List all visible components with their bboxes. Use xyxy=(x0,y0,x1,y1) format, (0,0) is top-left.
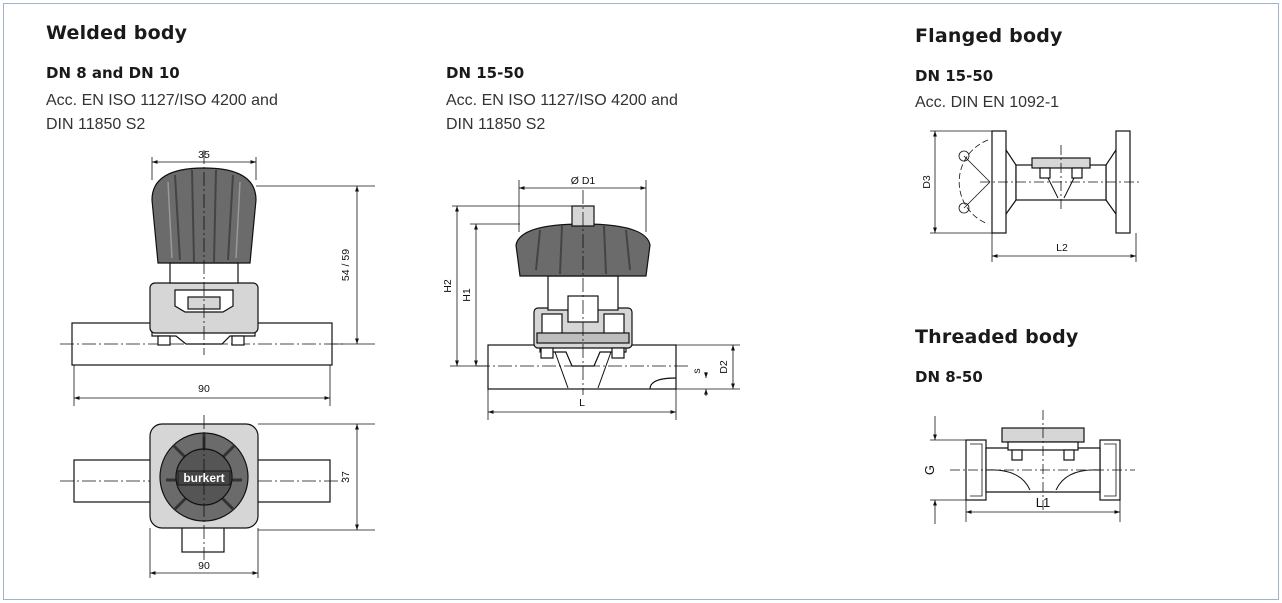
welded-dn15-50-heading: DN 15-50 xyxy=(446,64,525,82)
flanged-body-title: Flanged body xyxy=(915,25,1063,47)
dim-s: s xyxy=(691,368,703,373)
dim-width-35: 35 xyxy=(198,149,210,161)
flanged-dn15-50-heading: DN 15-50 xyxy=(915,67,994,85)
dim-length-90: 90 xyxy=(198,383,210,395)
flanged-standard-line: Acc. DIN EN 1092-1 xyxy=(915,94,1060,111)
welded-dn8-10-heading: DN 8 and DN 10 xyxy=(46,64,180,82)
dim-h2: H2 xyxy=(442,279,454,293)
dim-height-54-59: 54 / 59 xyxy=(340,249,352,281)
welded-dn15-50-standard-line2: DIN 11850 S2 xyxy=(446,116,546,133)
dim-d2: D2 xyxy=(718,360,730,374)
valve-flanged-view xyxy=(930,130,1140,262)
dim-d3: D3 xyxy=(921,175,933,189)
dim-g: G xyxy=(922,465,937,475)
dim-l1: L1 xyxy=(1036,495,1050,510)
page-frame xyxy=(3,3,1279,600)
valve-dn8-10-top-view xyxy=(60,415,375,578)
welded-body-title: Welded body xyxy=(46,22,188,44)
threaded-dn8-50-heading: DN 8-50 xyxy=(915,368,983,386)
welded-dn8-10-standard-line2: DIN 11850 S2 xyxy=(46,116,146,133)
valve-threaded-view xyxy=(930,410,1135,524)
dim-depth-37: 37 xyxy=(340,471,352,483)
dim-h1: H1 xyxy=(461,288,473,302)
valve-dn15-50-welded-view xyxy=(450,180,740,420)
dim-length-bottom-90: 90 xyxy=(198,560,210,572)
dim-diameter-d1: Ø D1 xyxy=(571,175,596,187)
threaded-body-title: Threaded body xyxy=(915,326,1079,348)
dim-l2: L2 xyxy=(1056,242,1068,254)
welded-dn15-50-standard-line1: Acc. EN ISO 1127/ISO 4200 and xyxy=(446,92,678,109)
valve-dn8-10-front-view xyxy=(60,150,375,406)
dim-l: L xyxy=(579,397,585,409)
welded-dn8-10-standard-line1: Acc. EN ISO 1127/ISO 4200 and xyxy=(46,92,278,109)
burkert-logo-text: burkert xyxy=(183,471,224,485)
